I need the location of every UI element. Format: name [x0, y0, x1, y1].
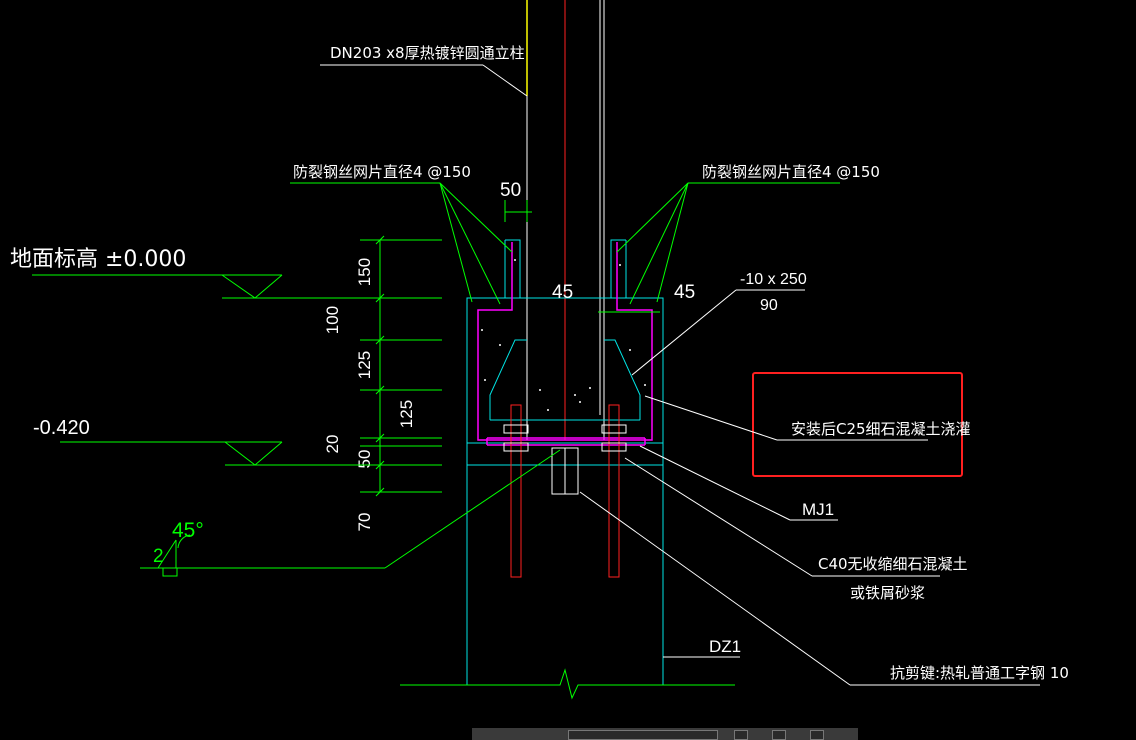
- plate-spec-leader: [631, 289, 737, 376]
- dim-125-a: 125: [355, 351, 374, 379]
- column-title: DN203 x8厚热镀锌圆通立柱: [330, 44, 525, 62]
- ground-level-label: 地面标高 ±0.000: [10, 247, 186, 272]
- dim-45-right: 45: [674, 282, 695, 303]
- c40-label-line1: C40无收缩细石混凝土: [818, 555, 968, 573]
- grout-note: 安装后C25细石混凝土浇灌: [791, 420, 971, 438]
- concrete-hatch: [481, 259, 646, 411]
- plate-spec-bottom: 90: [760, 297, 778, 314]
- dz1-label: DZ1: [709, 637, 741, 656]
- highlight-box: [752, 372, 963, 477]
- mesh-left-label: 防裂钢丝网片直径4 @150: [293, 163, 471, 181]
- shear-key: [551, 447, 579, 495]
- plate-spec-top: -10 x 250: [740, 271, 807, 288]
- status-field[interactable]: [568, 730, 718, 740]
- status-toggle-3[interactable]: [810, 730, 824, 740]
- anchor-bolts: [503, 404, 627, 578]
- mj1-leader: [639, 445, 791, 521]
- c40-label-line2: 或铁屑砂浆: [850, 584, 925, 602]
- ground-break-line: [400, 668, 735, 700]
- ground-level-marker: [32, 274, 442, 299]
- dim-70: 70: [355, 513, 374, 532]
- dim-45-left: 45: [552, 282, 573, 303]
- weld-size: 2: [153, 546, 164, 567]
- dim-20: 20: [323, 435, 342, 454]
- dim-125-b: 125: [397, 400, 416, 428]
- column-title-leader: [482, 64, 528, 97]
- mj1-label: MJ1: [802, 500, 834, 519]
- dim-50-top-lines: [504, 200, 532, 222]
- status-toggle-1[interactable]: [734, 730, 748, 740]
- shear-key-label: 抗剪键:热轧普通工字钢 10: [890, 664, 1069, 682]
- shear-key-leader: [579, 491, 851, 686]
- weld-angle: 45°: [172, 519, 204, 542]
- dim-100: 100: [323, 306, 342, 334]
- c40-leader: [624, 457, 813, 577]
- status-bar: [472, 728, 858, 740]
- mesh-leaders-left: [290, 182, 513, 305]
- dim-150: 150: [355, 258, 374, 286]
- dim-50-top: 50: [500, 180, 521, 201]
- weld-symbol: [140, 449, 561, 577]
- mesh-right-label: 防裂钢丝网片直径4 @150: [702, 163, 880, 181]
- mesh-leaders-right: [616, 182, 840, 305]
- dim-50: 50: [355, 450, 374, 469]
- neg-level-label: -0.420: [33, 417, 90, 439]
- status-toggle-2[interactable]: [772, 730, 786, 740]
- neg-level-marker: [60, 441, 442, 466]
- steel-column: [526, 0, 605, 440]
- grout-note-leader: [644, 395, 778, 441]
